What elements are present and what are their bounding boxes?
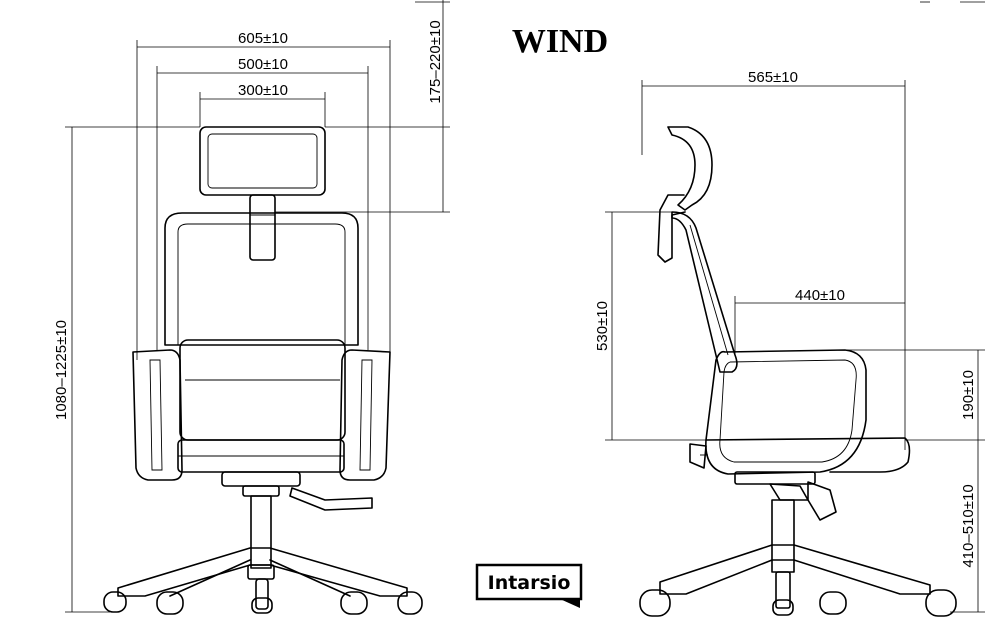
dim-front-width-seat: 500±10 — [238, 56, 288, 73]
front-dimensions: 605±10 500±10 300±10 175–220±10 1080–122… — [53, 0, 450, 613]
dim-front-width-headrest: 300±10 — [238, 82, 288, 99]
dim-front-total-height: 1080–1225±10 — [53, 320, 70, 420]
side-view-chair — [639, 126, 957, 617]
side-casters — [639, 589, 957, 617]
dim-front-width-total: 605±10 — [238, 30, 288, 47]
dim-side-depth-total: 565±10 — [748, 69, 798, 86]
brand-logo-text: Intarsio — [488, 572, 571, 594]
dim-side-seat-depth: 440±10 — [795, 287, 845, 304]
side-dimensions: 565±10 440±10 530±10 190±10 410–510±10 — [594, 69, 985, 613]
front-casters — [103, 591, 423, 615]
dim-side-back-height: 530±10 — [594, 301, 611, 351]
dim-headrest-adjust: 175–220±10 — [427, 20, 444, 103]
front-view-chair — [103, 126, 423, 615]
dim-side-armrest-height: 190±10 — [960, 370, 977, 420]
dim-side-seat-height: 410–510±10 — [960, 484, 977, 567]
product-title: WIND — [512, 23, 608, 60]
intarsio-logo: Intarsio — [475, 563, 583, 608]
